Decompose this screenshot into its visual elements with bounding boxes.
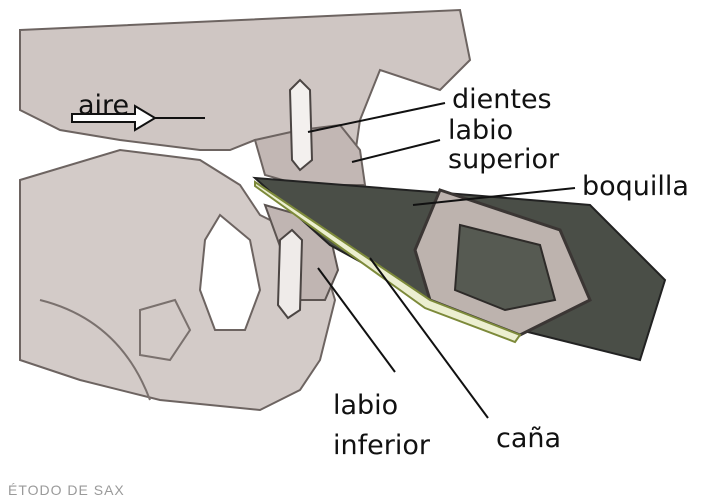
label-cana: caña [496,425,561,452]
credit-text: ÉTODO DE SAX [8,482,125,498]
label-labio-inferior-line2: inferior [333,432,430,459]
tooth-lower [278,230,302,318]
label-aire: aire [78,92,129,119]
label-boquilla: boquilla [582,173,689,200]
label-labio-superior-line2: superior [448,146,559,173]
label-dientes: dientes [452,86,552,113]
label-labio-superior-line1: labio [448,117,513,144]
tooth-upper [290,80,312,170]
label-labio-inferior-line1: labio [333,392,398,419]
